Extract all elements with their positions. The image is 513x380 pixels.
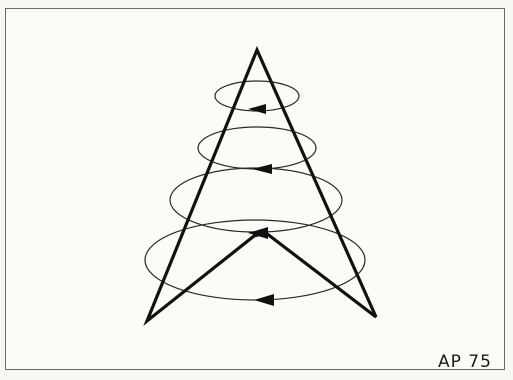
figure-label: AP 75 <box>438 352 492 372</box>
direction-arrow-2 <box>252 164 272 174</box>
cone-outline <box>147 50 376 321</box>
direction-arrow-4 <box>254 294 274 306</box>
direction-arrow-1 <box>248 104 266 114</box>
